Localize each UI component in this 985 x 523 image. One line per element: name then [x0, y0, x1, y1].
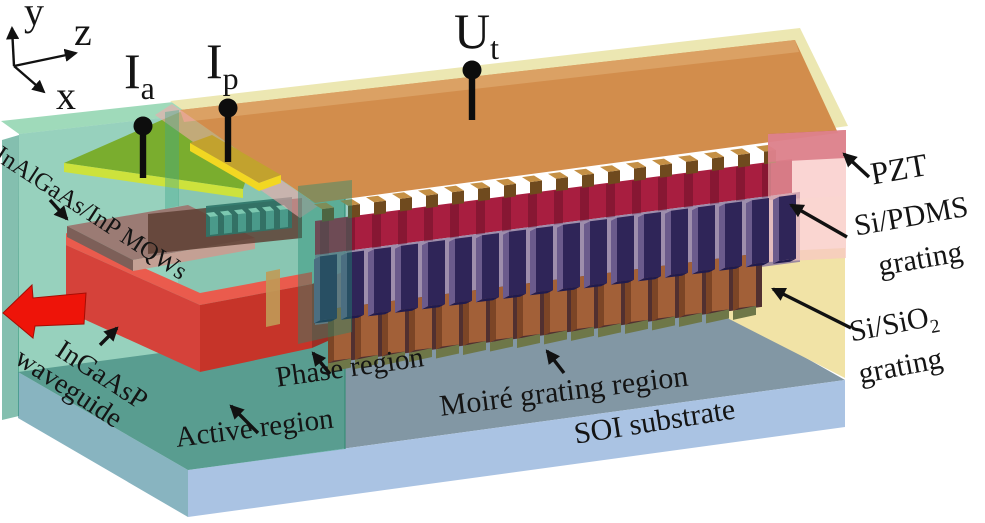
moire-grating-upper — [314, 194, 796, 324]
axis-z-arrow — [13, 48, 78, 68]
axis-y-arrow — [5, 26, 20, 67]
axis-x-label: x — [56, 73, 76, 118]
ia-symbol: I — [124, 43, 141, 99]
ut-symbol: U — [454, 3, 491, 59]
chip-left-face — [2, 135, 19, 420]
active-arrow — [229, 404, 260, 435]
pzt-layer — [155, 28, 848, 218]
axis-z-label: z — [74, 9, 92, 54]
axis-x-arrow — [13, 65, 46, 94]
waveguide-top — [66, 233, 312, 305]
pzt-top-electrode — [180, 40, 838, 203]
annotation-arrows — [48, 152, 871, 435]
mqws-arrow — [48, 198, 69, 221]
ip-subscript: p — [222, 60, 239, 96]
moire-grating-lower — [328, 253, 756, 373]
waveguide-left — [66, 245, 200, 372]
pin-ut — [462, 60, 482, 120]
pin-ip — [218, 98, 238, 162]
ip-symbol: I — [206, 33, 223, 89]
axis-y-label: y — [24, 0, 44, 34]
label-current-active: Ia — [124, 43, 155, 105]
phase-arrow — [311, 351, 332, 376]
substrate-left-face — [18, 372, 188, 517]
pzt-grating-interface — [314, 145, 792, 256]
ia-subscript: a — [140, 70, 155, 106]
light-output-arrow — [2, 283, 87, 339]
phase-electrode — [190, 135, 281, 191]
mqw-left-edge — [67, 226, 133, 271]
phase-region-tint — [298, 180, 352, 344]
pin-ia — [133, 116, 153, 178]
active-electrode-edge — [64, 163, 243, 198]
pzt-arrow — [842, 152, 871, 179]
substrate-front-face — [188, 380, 845, 517]
waveguide-arrow — [98, 326, 119, 347]
pdms-arrow — [789, 203, 848, 239]
waveguide-front — [200, 284, 312, 372]
crimson-band — [315, 159, 792, 255]
label-voltage-tuning: Ut — [454, 3, 499, 65]
mqw-front-edge — [133, 238, 255, 271]
phase-electrode-top — [190, 135, 281, 183]
phase-electrode-edge — [190, 143, 259, 191]
ut-subscript: t — [490, 30, 499, 66]
label-current-phase: Ip — [206, 33, 239, 95]
moire-arrow — [545, 349, 566, 375]
coordinate-axes — [5, 26, 78, 94]
sio2-arrow — [771, 287, 852, 330]
ingaasp-waveguide — [66, 233, 348, 372]
phase-section-grating — [148, 197, 302, 327]
